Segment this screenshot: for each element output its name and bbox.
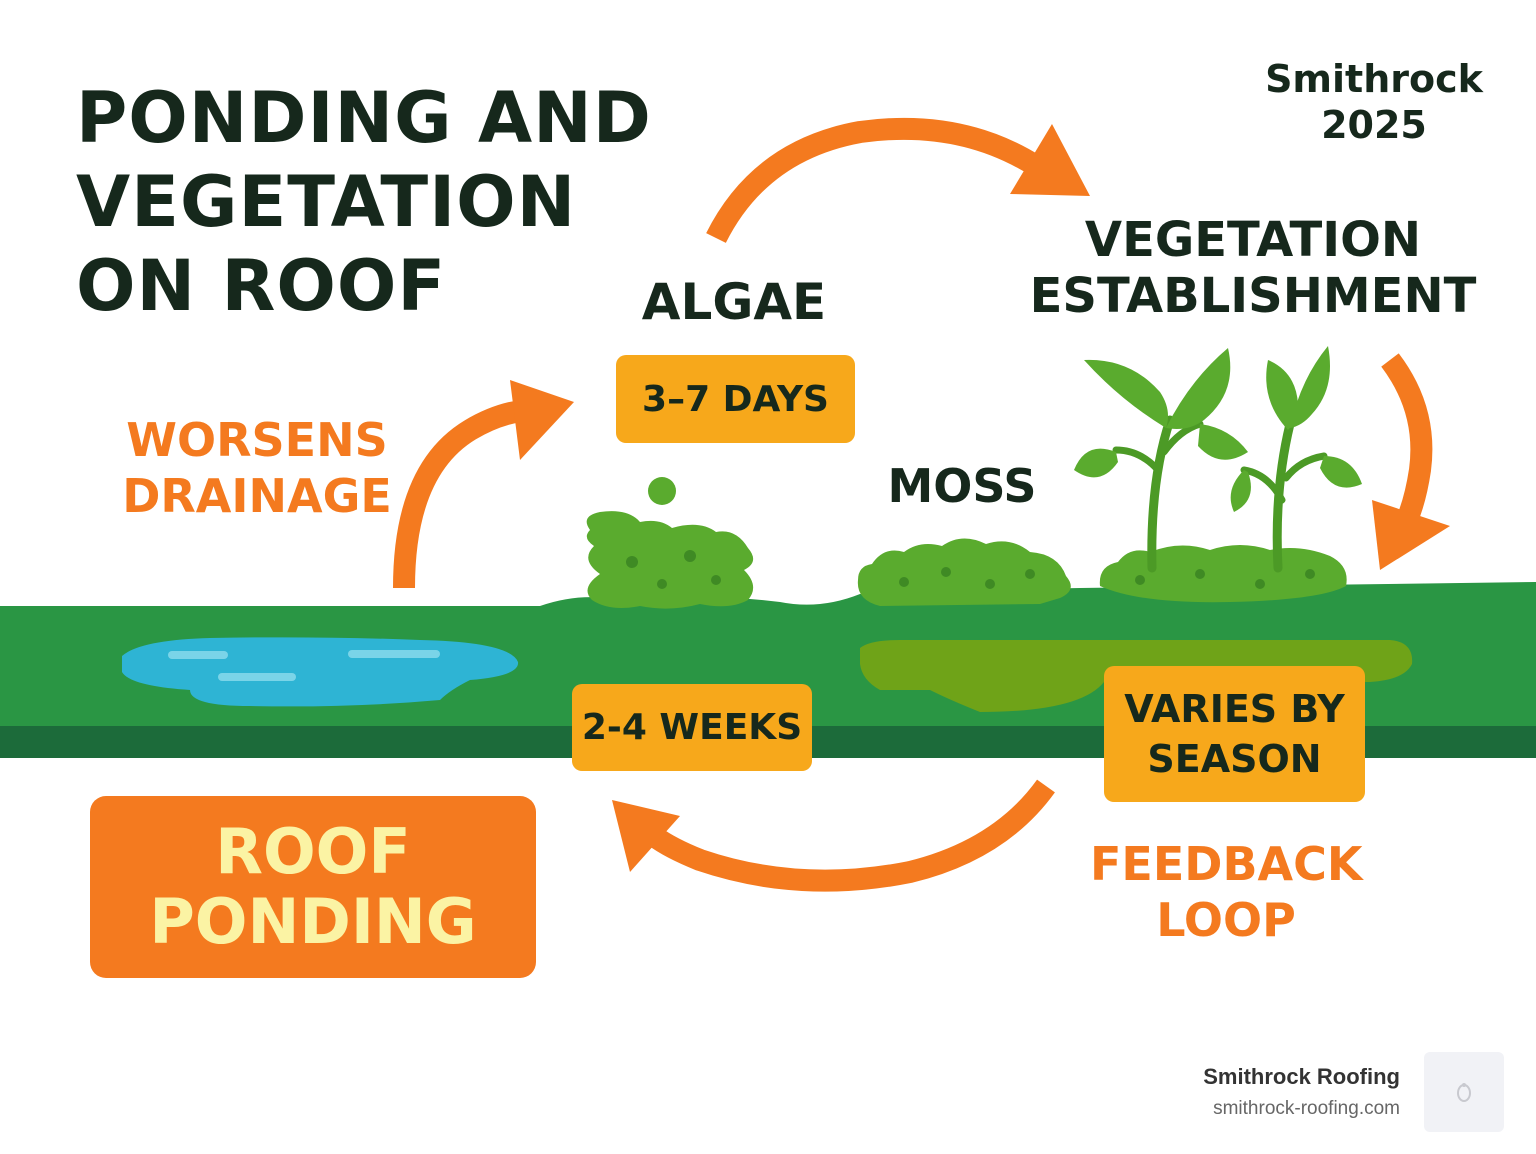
- ponding-line-2: PONDING: [149, 885, 477, 958]
- moss-duration: 2-4 WEEKS: [581, 707, 803, 748]
- worsens-drainage-label: WORSENS DRAINAGE: [112, 412, 402, 524]
- algae-duration-badge: 3–7 DAYS: [616, 355, 855, 443]
- ponding-line-1: ROOF: [215, 815, 411, 888]
- vegetation-duration-badge: VARIES BY SEASON: [1104, 666, 1365, 802]
- title-line-1: PONDING AND: [76, 77, 652, 159]
- title-line-2: VEGETATION: [76, 161, 577, 243]
- stage-moss-label: MOSS: [887, 459, 1037, 513]
- curved-arrow-icon: [393, 117, 1433, 892]
- brand-year: 2025: [1321, 103, 1427, 147]
- brand-stamp: Smithrock 2025: [1236, 56, 1512, 148]
- worsens-line-2: DRAINAGE: [122, 469, 392, 523]
- vegetation-duration-line-1: VARIES BY: [1124, 687, 1345, 731]
- sprout-icon: [1074, 346, 1362, 603]
- water-puddle-icon: [122, 637, 519, 707]
- moss-duration-badge: 2-4 WEEKS: [572, 684, 812, 771]
- vegetation-duration-line-2: SEASON: [1147, 737, 1322, 781]
- stage-vegetation-label: VEGETATION ESTABLISHMENT: [1000, 212, 1506, 324]
- logo-icon: [1424, 1052, 1504, 1132]
- algae-icon: [586, 477, 754, 609]
- stage-vegetation-line-1: VEGETATION: [1084, 212, 1422, 268]
- stage-vegetation-line-2: ESTABLISHMENT: [1029, 268, 1477, 324]
- page-title: PONDING AND VEGETATION ON ROOF: [76, 76, 716, 328]
- algae-duration: 3–7 DAYS: [642, 378, 829, 420]
- footer-website-link[interactable]: smithrock-roofing.com: [1213, 1098, 1400, 1119]
- feedback-line-1: FEEDBACK: [1090, 837, 1363, 891]
- footer-company-name: Smithrock Roofing: [1203, 1064, 1400, 1089]
- brand-name: Smithrock: [1265, 57, 1483, 101]
- roof-ponding-box: ROOF PONDING: [90, 796, 536, 978]
- moss-icon: [857, 538, 1071, 606]
- logo-glyph: [1457, 1083, 1471, 1102]
- feedback-line-2: LOOP: [1156, 893, 1296, 947]
- title-line-3: ON ROOF: [76, 245, 447, 327]
- stage-algae-label: ALGAE: [641, 273, 827, 331]
- worsens-line-1: WORSENS: [126, 413, 388, 467]
- feedback-loop-label: FEEDBACK LOOP: [1090, 836, 1363, 948]
- arrowheads: [510, 124, 1450, 872]
